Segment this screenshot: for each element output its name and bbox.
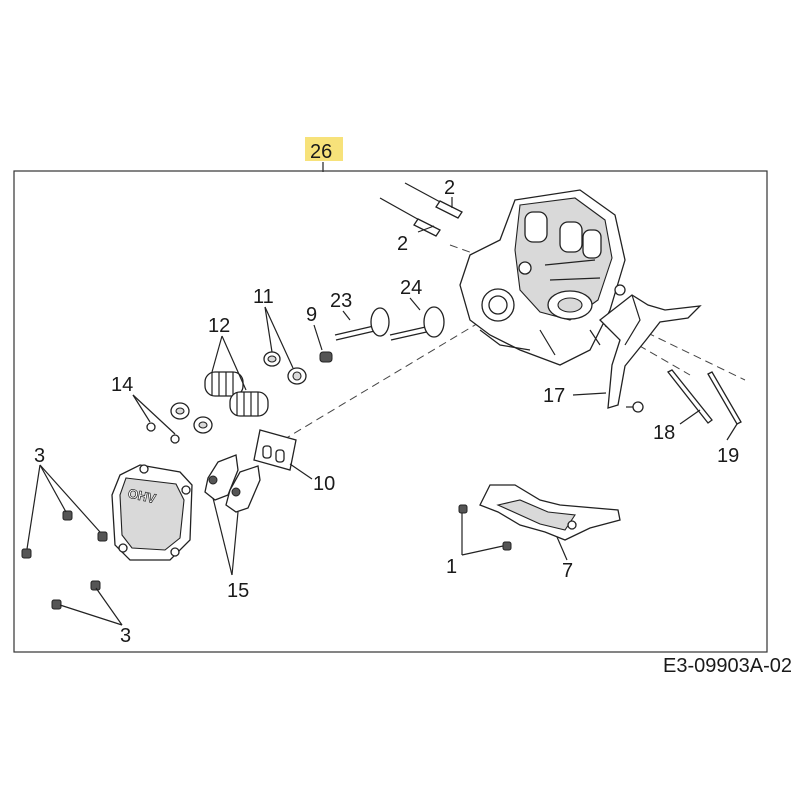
callout-12: 12 [208, 315, 230, 337]
callout-14: 14 [111, 374, 133, 396]
assembly-frame [13, 170, 768, 653]
cover-emboss-text: OHV [127, 486, 158, 507]
lower-shroud [479, 484, 621, 541]
callout-15: 15 [227, 580, 249, 602]
cylinder-head [459, 189, 626, 366]
callout-11: 11 [253, 286, 274, 308]
valve-cover: OHV [111, 464, 193, 561]
pushrods [666, 369, 742, 425]
callout-7: 7 [562, 560, 573, 582]
intake-valve [389, 306, 445, 341]
callout-9: 9 [306, 304, 317, 326]
callout-3-upper: 3 [34, 445, 45, 467]
dowel-pin-upper [404, 182, 463, 219]
leader-lines [26, 197, 738, 626]
assembly-highlight [305, 137, 343, 161]
callout-3-lower: 3 [120, 625, 131, 647]
drawing-code: E3-09903A-02 [663, 655, 792, 677]
callout-10: 10 [313, 473, 335, 495]
callout-2-lower: 2 [397, 233, 408, 255]
rocker-cover-gasket [253, 429, 297, 471]
callout-1: 1 [446, 556, 457, 578]
callout-23: 23 [330, 290, 352, 312]
cover-bolts [21, 510, 108, 610]
valve-springs [204, 371, 269, 417]
callout-18: 18 [653, 422, 675, 444]
exhaust-valve [334, 307, 390, 341]
valve-stem-seal [319, 351, 333, 363]
dowel-pin-lower [379, 197, 441, 237]
callout-2-upper: 2 [444, 177, 455, 199]
spring-retainers [263, 351, 307, 385]
air-deflector [599, 294, 702, 413]
assembly-number-26: 26 [310, 141, 332, 163]
spring-seats [146, 402, 213, 444]
callout-19: 19 [717, 445, 739, 467]
callout-17: 17 [543, 385, 565, 407]
callout-24: 24 [400, 277, 422, 299]
rocker-arms [204, 454, 261, 513]
